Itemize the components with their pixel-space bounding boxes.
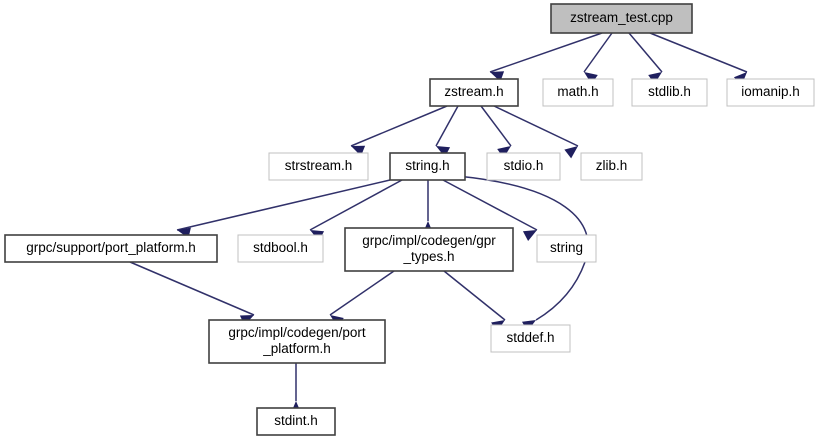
node-box[interactable] — [389, 152, 466, 181]
node-box[interactable] — [4, 234, 218, 263]
edge-zstream_test-to-zstream_h — [489, 32, 603, 82]
edge-line — [309, 179, 403, 231]
arrowhead-icon — [522, 230, 537, 241]
edge-zstream_test-to-iomanip_h — [649, 32, 748, 86]
edge-gpr_types_h-to-grpc_codegen_pp — [329, 270, 395, 327]
edge-zstream_h-to-zlib_h — [493, 105, 579, 159]
edge-zstream_h-to-strstream_h — [350, 105, 448, 156]
node-grpc_codegen_pp[interactable]: grpc/impl/codegen/port_platform.hgrpc/im… — [208, 319, 386, 364]
node-box[interactable] — [237, 234, 324, 263]
edge-zstream_test-to-stdlib_h — [628, 32, 663, 84]
node-box[interactable] — [256, 407, 336, 436]
edge-line — [435, 105, 459, 147]
node-box[interactable] — [580, 152, 643, 181]
edge-line — [350, 105, 448, 147]
edge-line — [442, 179, 538, 231]
node-string_cpp[interactable]: stringstring — [536, 234, 597, 263]
edge-line — [443, 270, 506, 321]
edge-line — [129, 261, 255, 316]
edges-layer — [129, 32, 748, 414]
node-box[interactable] — [268, 152, 369, 181]
edge-zstream_test-to-math_h — [583, 32, 613, 84]
edge-line — [583, 32, 613, 73]
edge-line — [493, 105, 579, 147]
edge-line — [649, 32, 748, 73]
edge-line — [176, 179, 391, 231]
node-gpr_types_h[interactable]: grpc/impl/codegen/gpr_types.hgrpc/impl/c… — [344, 227, 514, 272]
node-box[interactable] — [726, 78, 815, 107]
arrowhead-icon — [564, 146, 578, 159]
arrowhead-icon — [648, 72, 662, 84]
node-box[interactable] — [208, 319, 386, 364]
node-box[interactable] — [542, 78, 614, 107]
node-box[interactable] — [490, 324, 571, 353]
node-zstream_test[interactable]: zstream_test.cppzstream_test.cpp — [550, 3, 693, 34]
nodes-layer: zstream_test.cppzstream_test.cpp math.hma… — [4, 3, 815, 436]
arrowhead-icon — [436, 146, 451, 157]
node-box[interactable] — [631, 78, 708, 107]
node-box[interactable] — [550, 3, 693, 34]
edge-string_h-to-gpr_types_h — [422, 180, 434, 234]
edge-grpc_codegen_pp-to-stdint_h — [290, 363, 302, 414]
node-box[interactable] — [344, 227, 514, 272]
edge-line — [329, 270, 395, 316]
edge-gpr_types_h-to-stddef_h — [443, 270, 506, 332]
edge-zstream_h-to-stdio_h — [480, 105, 512, 158]
arrowhead-icon — [584, 72, 598, 84]
edge-line — [489, 32, 603, 73]
node-box[interactable] — [429, 78, 519, 107]
node-box[interactable] — [536, 234, 597, 263]
node-math_h[interactable]: math.hmath.h — [542, 78, 614, 107]
edge-string_h-to-string_cpp — [442, 179, 538, 241]
node-box[interactable] — [486, 152, 561, 181]
edge-zstream_h-to-string_h — [435, 105, 459, 157]
edge-line — [628, 32, 663, 73]
edge-line — [480, 105, 512, 147]
edge-grpc_support_pp-to-grpc_codegen_pp — [129, 261, 255, 326]
arrowhead-icon — [497, 146, 511, 158]
node-grpc_support_pp[interactable]: grpc/support/port_platform.hgrpc/support… — [4, 234, 218, 263]
